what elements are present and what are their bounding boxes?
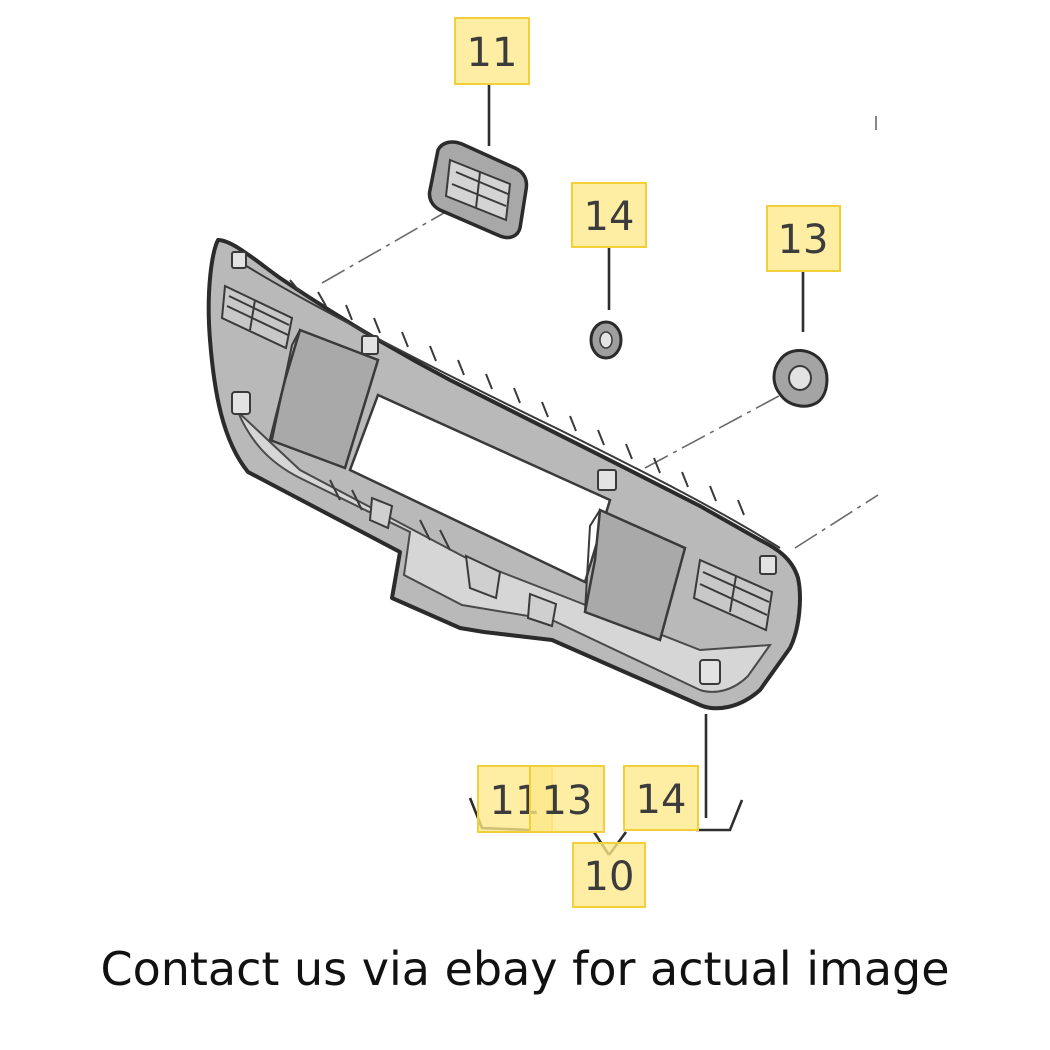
callout-label: 14 <box>584 194 635 240</box>
callout-label: 14 <box>636 777 687 823</box>
footer-caption: Contact us via ebay for actual image <box>100 942 950 996</box>
callout-13-bottom: 13 <box>529 765 605 833</box>
callout-label: 11 <box>467 30 518 76</box>
callout-14-bottom: 14 <box>623 765 699 831</box>
callout-label: 13 <box>542 778 593 824</box>
part-13-nut <box>772 349 829 408</box>
callout-11-top: 11 <box>454 17 530 85</box>
callout-label: 13 <box>778 217 829 263</box>
part-14-clip <box>589 320 623 360</box>
callout-14-top: 14 <box>571 182 647 248</box>
callout-13-top: 13 <box>766 205 841 272</box>
part-11-grille-insert <box>427 140 529 240</box>
tailgate-trim-panel <box>206 238 802 711</box>
callout-label: 10 <box>584 854 635 900</box>
callout-10-bottom: 10 <box>572 842 646 908</box>
